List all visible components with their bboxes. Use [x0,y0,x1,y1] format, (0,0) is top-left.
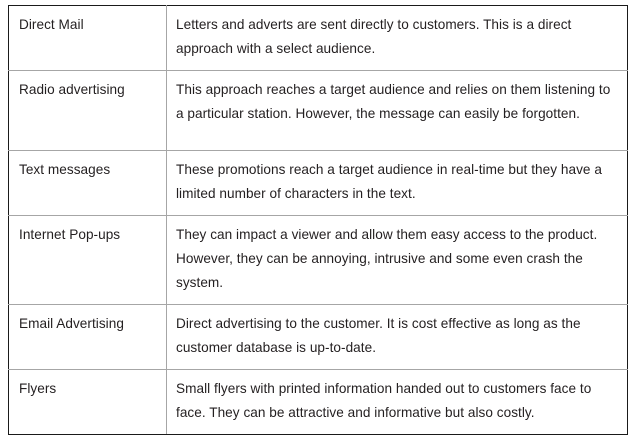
method-description: Letters and adverts are sent directly to… [176,17,572,56]
method-name: Text messages [19,162,111,177]
table-cell-method: Internet Pop-ups [8,215,167,305]
table-cell-description: Letters and adverts are sent directly to… [166,5,628,71]
table-cell-method: Flyers [8,369,167,435]
table-cell-description: This approach reaches a target audience … [166,70,628,151]
method-name: Flyers [19,381,57,396]
table-cell-description: They can impact a viewer and allow them … [166,215,628,305]
table-cell-description: These promotions reach a target audience… [166,150,628,216]
table-row: Radio advertising This approach reaches … [8,70,628,151]
promotion-methods-table-container: Direct Mail Letters and adverts are sent… [8,5,628,435]
table-cell-method: Email Advertising [8,304,167,370]
method-name: Direct Mail [19,17,84,32]
table-cell-method: Radio advertising [8,70,167,151]
method-name: Internet Pop-ups [19,227,121,242]
method-description: These promotions reach a target audience… [176,162,602,201]
method-description: Small flyers with printed information ha… [176,381,592,420]
table-cell-method: Text messages [8,150,167,216]
table-row: Email Advertising Direct advertising to … [8,304,628,370]
table-row: Internet Pop-ups They can impact a viewe… [8,215,628,305]
table-cell-description: Small flyers with printed information ha… [166,369,628,435]
table-body: Direct Mail Letters and adverts are sent… [8,5,628,435]
table-row: Flyers Small flyers with printed informa… [8,369,628,435]
table-row: Text messages These promotions reach a t… [8,150,628,216]
method-name: Radio advertising [19,82,125,97]
method-description: Direct advertising to the customer. It i… [176,316,581,355]
method-name: Email Advertising [19,316,124,331]
method-description: They can impact a viewer and allow them … [176,227,598,290]
table-cell-description: Direct advertising to the customer. It i… [166,304,628,370]
promotion-methods-table: Direct Mail Letters and adverts are sent… [8,5,628,435]
method-description: This approach reaches a target audience … [176,82,611,121]
table-cell-method: Direct Mail [8,5,167,71]
table-row: Direct Mail Letters and adverts are sent… [8,5,628,71]
